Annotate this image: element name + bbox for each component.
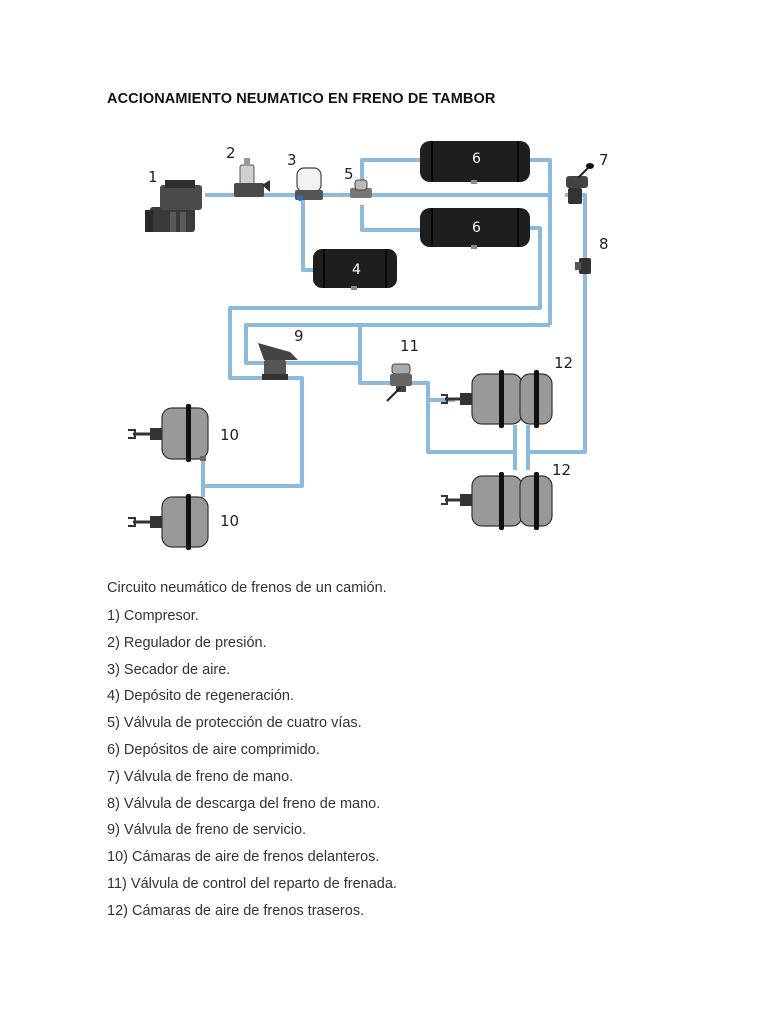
component-legend: 1) Compresor. 2) Regulador de presión. 3… [107, 607, 397, 929]
legend-item: 9) Válvula de freno de servicio. [107, 822, 307, 839]
distribution-valve-icon [386, 363, 412, 402]
pipe-valve7-loop [526, 193, 587, 470]
label-hand-brake-valve: 7 [599, 151, 609, 169]
legend-item: 1) Compresor. [107, 608, 199, 624]
air-tank-icon [420, 141, 530, 184]
pipe-tank6b-out [228, 226, 542, 380]
label-distribution-valve: 11 [400, 337, 419, 355]
pipe-circuit-left [244, 323, 550, 385]
air-tank-icon [420, 208, 530, 249]
pipe-valve9-to-front [201, 376, 304, 488]
diagram-caption: Circuito neumático de frenos de un camió… [107, 580, 387, 596]
label-front-chamber-b: 10 [220, 512, 239, 530]
rear-brake-chamber-icon [441, 472, 553, 530]
label-front-chamber-a: 10 [220, 426, 239, 444]
legend-item: 6) Depósitos de aire comprimido. [107, 741, 320, 758]
label-service-brake-valve: 9 [294, 327, 304, 345]
label-air-tank-a: 6 [472, 151, 481, 167]
service-brake-valve-icon [258, 343, 298, 380]
front-brake-chamber-icon [128, 494, 209, 550]
legend-item: 10) Cámaras de aire de frenos delanteros… [107, 849, 380, 866]
page-title: ACCIONAMIENTO NEUMATICO EN FRENO DE TAMB… [107, 91, 496, 107]
label-rear-chamber-b: 12 [552, 461, 571, 479]
label-hand-brake-relief-valve: 8 [599, 235, 609, 253]
label-air-dryer: 3 [287, 151, 297, 169]
front-brake-chamber-icon [128, 404, 209, 462]
pipe-valve5-to-tank6b [360, 205, 420, 232]
legend-item: 12) Cámaras de aire de frenos traseros. [107, 902, 365, 919]
label-rear-chamber-a: 12 [554, 354, 573, 372]
legend-item: 8) Válvula de descarga del freno de mano… [107, 795, 381, 812]
label-compressor: 1 [148, 168, 158, 186]
label-regeneration-tank: 4 [352, 262, 361, 278]
legend-item: 2) Regulador de presión. [107, 634, 267, 651]
hand-brake-relief-valve-icon [575, 258, 591, 274]
legend-item: 5) Válvula de protección de cuatro vías. [107, 715, 362, 732]
compressor-icon [145, 180, 202, 232]
rear-brake-chamber-icon [441, 370, 553, 428]
pressure-regulator-icon [234, 158, 270, 197]
regeneration-tank-icon [313, 249, 397, 290]
legend-item: 4) Depósito de regeneración. [107, 688, 295, 705]
hand-brake-valve-icon [566, 163, 594, 204]
air-dryer-icon [295, 167, 323, 201]
label-air-tank-b: 6 [472, 220, 481, 236]
pipe-valve11-to-rear [412, 381, 517, 470]
protection-valve-icon [350, 179, 372, 198]
legend-item: 11) Válvula de control del reparto de fr… [107, 875, 397, 892]
air-pipes [201, 158, 587, 497]
pipe-valve5-to-tank6a [360, 158, 420, 185]
legend-item: 7) Válvula de freno de mano. [107, 768, 294, 785]
pipe-dryer-to-tank4 [301, 200, 315, 272]
legend-item: 3) Secador de aire. [107, 661, 231, 678]
label-pressure-regulator: 2 [226, 144, 236, 162]
pipe-tank6a-out [530, 158, 552, 325]
label-protection-valve: 5 [344, 165, 354, 183]
pneumatic-brake-diagram: 1 2 3 4 5 6 6 [128, 141, 609, 550]
